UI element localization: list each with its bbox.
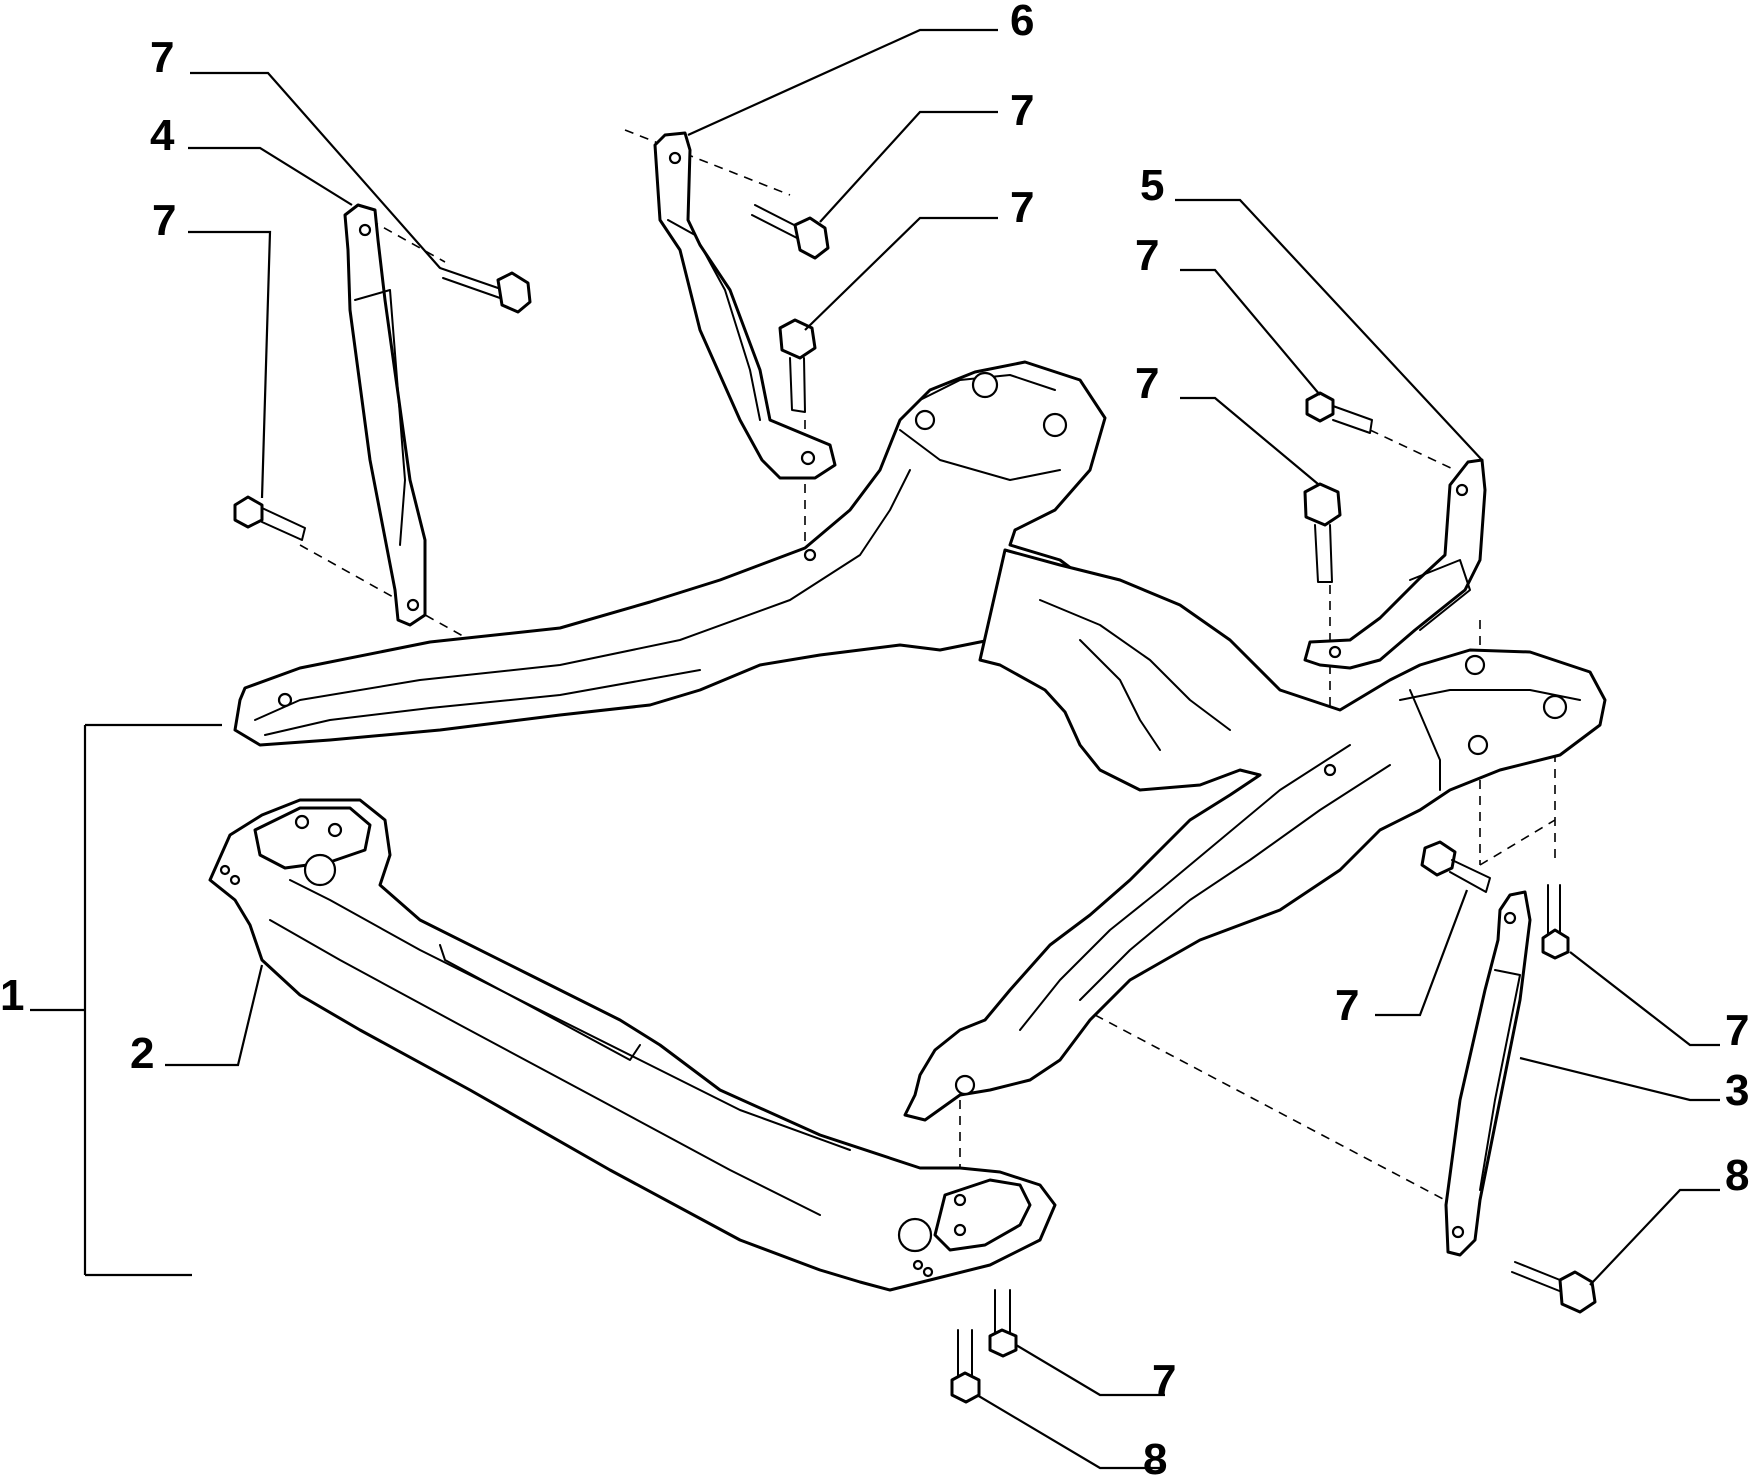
front-crossmember [208,798,1057,1292]
callout-1: 1 [0,971,24,1020]
callout-8: 8 [1143,1435,1167,1479]
bolt-icon [950,1329,981,1404]
callout-7: 7 [152,196,176,245]
bolt-icon [1305,391,1373,434]
bolt-icon [1511,1261,1597,1314]
callout-7: 7 [1010,183,1034,232]
brace-6 [653,131,837,480]
bolt-icon [1420,840,1491,893]
bolt-icon [1303,482,1342,583]
bolt-icon [439,267,532,314]
bolt-icon [233,495,306,541]
brace-3 [1444,890,1532,1257]
callout-7: 7 [1152,1356,1176,1405]
leader-lines [30,28,1720,1470]
callout-3: 3 [1725,1066,1749,1115]
main-subframe [233,360,1607,1122]
callout-8: 8 [1725,1151,1749,1200]
brace-5 [1303,458,1487,670]
bolts [233,204,1597,1404]
bolt-icon [988,1289,1018,1358]
callout-7: 7 [1335,981,1359,1030]
callout-2: 2 [130,1029,154,1078]
callout-7: 7 [1135,359,1159,408]
callout-7: 7 [1010,86,1034,135]
callout-7: 7 [150,33,174,82]
brace-4 [343,203,427,627]
callout-6: 6 [1010,0,1034,45]
callout-7: 7 [1135,231,1159,280]
bolt-icon [1541,884,1570,960]
callout-5: 5 [1140,161,1164,210]
callout-4: 4 [150,111,175,160]
bolt-icon [778,318,817,413]
bolt-icon [751,204,830,260]
callout-7: 7 [1725,1006,1749,1055]
